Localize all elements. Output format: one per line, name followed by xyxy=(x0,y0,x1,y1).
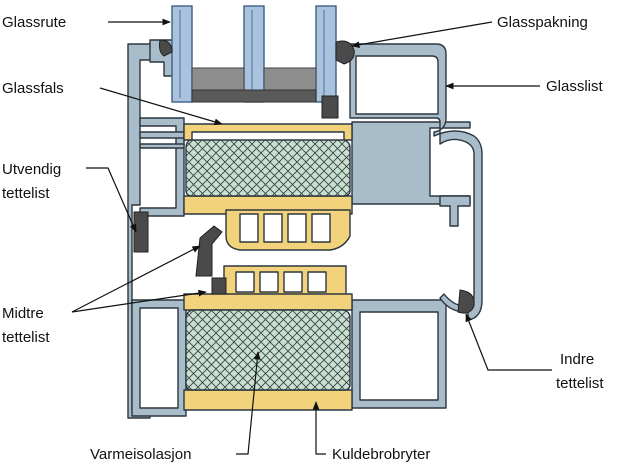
inner-seal xyxy=(457,289,475,314)
leader-kuldebrobryter xyxy=(312,401,326,455)
gaskets xyxy=(133,39,475,314)
label-utvendig-line1: Utvendig xyxy=(2,161,61,178)
leader-utvendig xyxy=(86,167,137,233)
aluminium-profiles xyxy=(127,39,483,419)
middle-seal xyxy=(195,225,223,277)
label-kuldebrobryter: Kuldebrobryter xyxy=(332,446,430,463)
upper-sash-outer-box xyxy=(139,117,185,217)
upper-sash-rail-top xyxy=(139,131,185,139)
label-glasslist: Glasslist xyxy=(546,78,604,95)
labels: Glassrute Glasspakning Glassfals Glassli… xyxy=(2,14,604,463)
glass-pane-middle xyxy=(243,5,265,103)
label-midtre-line2: tettelist xyxy=(2,329,50,346)
upper-sash-rail-mid xyxy=(139,143,185,149)
inner-fin xyxy=(439,195,471,227)
label-glasspakning: Glasspakning xyxy=(497,14,588,31)
glass-unit xyxy=(171,5,337,103)
glass-pane-outer xyxy=(171,5,193,103)
leader-lines xyxy=(71,18,552,455)
label-midtre-line1: Midtre xyxy=(2,305,44,322)
label-glassrute: Glassrute xyxy=(2,14,66,31)
outer-seal xyxy=(133,211,149,253)
label-indre-line2: tettelist xyxy=(556,375,604,392)
spacer-outer xyxy=(191,67,245,91)
upper-insulation xyxy=(185,139,351,197)
upper-sash-inner-box xyxy=(351,121,471,205)
upper-thermal-break xyxy=(183,123,353,251)
spacer-inner xyxy=(263,67,317,91)
label-indre-line1: Indre xyxy=(560,351,594,368)
sash-gasket xyxy=(321,95,339,119)
leader-varmeisolasjon xyxy=(236,351,261,455)
label-varmeisolasjon: Varmeisolasjon xyxy=(90,446,191,463)
glazing-gasket-outer xyxy=(159,39,173,57)
leader-midtre-2 xyxy=(71,289,207,313)
label-utvendig-line2: tettelist xyxy=(2,185,50,202)
leader-glasspakning xyxy=(351,21,493,49)
leader-glassfals xyxy=(99,87,223,126)
label-glassfals: Glassfals xyxy=(2,80,64,97)
glazing-gasket xyxy=(335,40,355,65)
lower-insulation xyxy=(185,309,351,391)
leader-midtre-1 xyxy=(71,245,201,313)
glass-pane-inner xyxy=(315,5,337,103)
lower-thermal-break xyxy=(183,265,353,411)
leader-indre xyxy=(465,313,552,371)
